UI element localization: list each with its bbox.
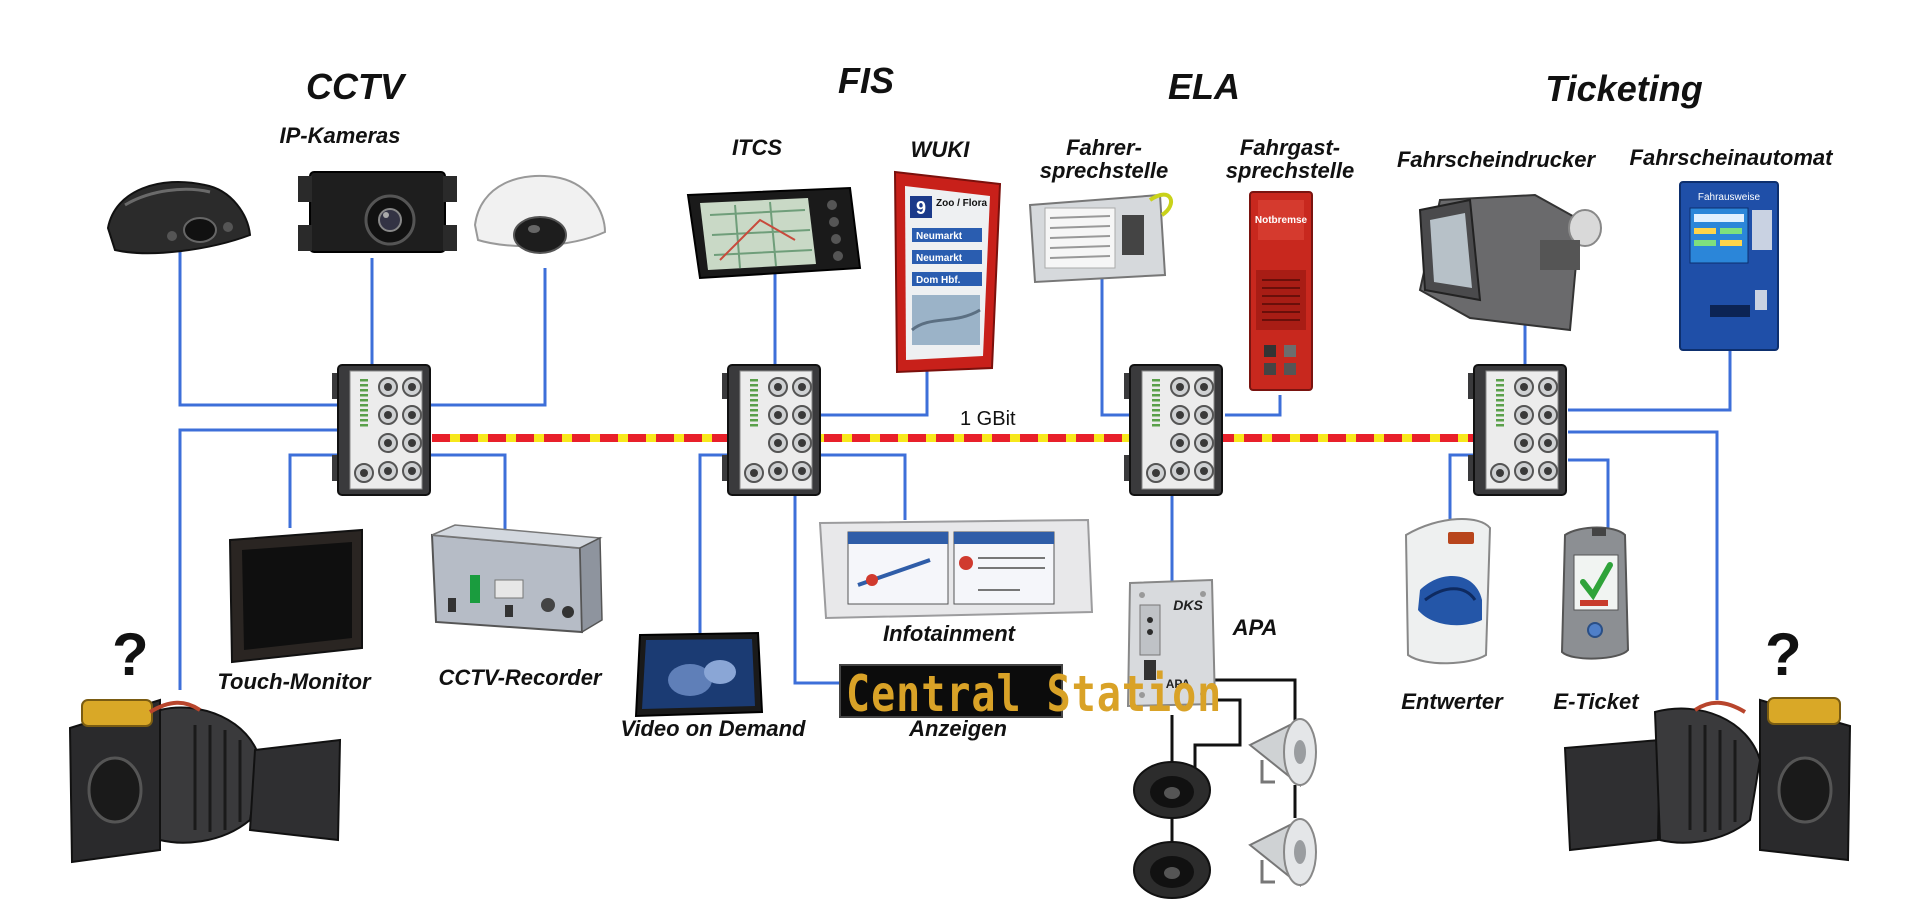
- group-title-ela: ELA: [1168, 66, 1240, 107]
- wuki-display: 9 Zoo / Flora Neumarkt Neumarkt Dom Hbf.: [893, 170, 1002, 374]
- link-compressor-left: [178, 428, 338, 690]
- apa-device-label: APA: [1166, 677, 1191, 691]
- led-sign-text: Central Station: [846, 666, 1223, 724]
- ethernet-switches: [332, 364, 1567, 496]
- label-entwerter: Entwerter: [1401, 689, 1503, 714]
- label-touch-monitor: Touch-Monitor: [217, 669, 371, 694]
- fahrscheindrucker-device: [1418, 193, 1602, 332]
- link-wuki: [820, 370, 929, 417]
- link-fahrscheinautomat: [1568, 348, 1732, 412]
- wuki-route-number: 9: [916, 198, 926, 218]
- switch-ela: [1124, 364, 1223, 496]
- infotainment-device: [818, 518, 1094, 620]
- video-on-demand-device: [634, 631, 764, 718]
- link-camera-left: [178, 248, 338, 407]
- fahrscheinautomat-device: Fahrausweise: [1679, 181, 1779, 351]
- itcs-terminal: [686, 186, 862, 280]
- loudspeaker-2: [1133, 841, 1211, 899]
- label-fahrgastsprechstelle: Fahrgast-sprechstelle: [1225, 135, 1355, 184]
- label-itcs: ITCS: [731, 135, 783, 160]
- fahrgastsprechstelle-device: Notbremse: [1249, 191, 1313, 391]
- link-anzeigen: [793, 490, 840, 685]
- link-entwerter: [1448, 453, 1474, 522]
- link-e-ticket: [1568, 458, 1610, 530]
- box-camera: [298, 171, 457, 253]
- group-title-fis: FIS: [837, 60, 895, 101]
- apa-brand-text: DKS: [1173, 597, 1203, 613]
- notbremse-text: Notbremse: [1255, 215, 1308, 226]
- link-fahrersprechstelle: [1100, 278, 1130, 417]
- link-touch-monitor: [288, 453, 338, 528]
- wuki-stop-2: Neumarkt: [916, 253, 963, 264]
- switch-ticketing: [1468, 364, 1567, 496]
- touch-monitor: [228, 528, 363, 664]
- label-wuki: WUKI: [910, 137, 970, 162]
- link-fahrgastsprechstelle: [1225, 395, 1282, 417]
- label-anzeigen: Anzeigen: [909, 716, 1007, 741]
- apa-device: DKS APA: [1126, 578, 1217, 708]
- group-title-cctv: CCTV: [306, 66, 404, 107]
- unknown-device-mark-right: ?: [1765, 621, 1802, 688]
- wuki-stop-1: Neumarkt: [916, 231, 963, 242]
- link-cctv-recorder: [430, 453, 507, 530]
- label-fahrscheindrucker: Fahrscheindrucker: [1396, 147, 1596, 172]
- cctv-recorder: [430, 524, 603, 634]
- network-links: [178, 248, 1732, 700]
- entwerter-device: [1404, 518, 1492, 665]
- loudspeaker-1: [1133, 761, 1211, 819]
- label-ip-kameras: IP-Kameras: [279, 123, 401, 148]
- label-video-on-demand: Video on Demand: [620, 716, 806, 741]
- label-fahrscheinautomat: Fahrscheinautomat: [1629, 145, 1833, 170]
- backbone-label: 1 GBit: [960, 408, 1016, 430]
- compressor-right: [1563, 697, 1852, 862]
- link-camera-right: [430, 268, 547, 407]
- link-video-on-demand: [698, 453, 728, 635]
- horn-speaker-2: [1248, 818, 1317, 888]
- wuki-destination: Zoo / Flora: [936, 198, 988, 209]
- anzeigen-led-sign: [839, 664, 1063, 718]
- label-fahrersprechstelle: Fahrer-sprechstelle: [1039, 135, 1169, 184]
- wuki-stop-3: Dom Hbf.: [916, 275, 961, 286]
- compressor-left: [68, 698, 342, 864]
- link-infotainment: [820, 453, 907, 520]
- label-apa: APA: [1232, 615, 1278, 640]
- switch-cctv: [332, 364, 431, 496]
- dome-camera-black: [106, 181, 252, 255]
- label-e-ticket: E-Ticket: [1553, 689, 1639, 714]
- link-compressor-right: [1568, 430, 1719, 700]
- switch-fis: [722, 364, 821, 496]
- horn-speaker-1: [1248, 718, 1317, 788]
- fahrausweise-text: Fahrausweise: [1698, 192, 1761, 203]
- e-ticket-device: [1560, 526, 1630, 660]
- dome-camera-white: [473, 174, 607, 254]
- group-title-ticketing: Ticketing: [1545, 68, 1703, 109]
- unknown-device-mark-left: ?: [112, 621, 149, 688]
- fahrersprechstelle-device: [1028, 192, 1173, 284]
- label-cctv-recorder: CCTV-Recorder: [438, 665, 602, 690]
- label-infotainment: Infotainment: [883, 621, 1015, 646]
